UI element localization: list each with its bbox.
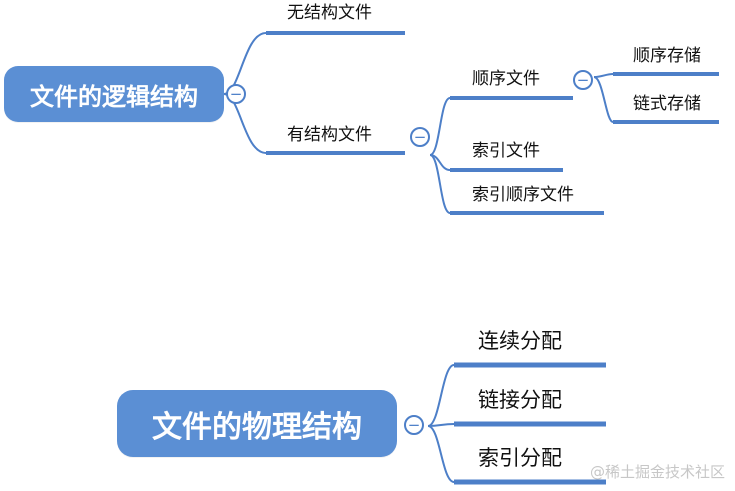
node-unstructured-file[interactable]: 无结构文件 (287, 3, 372, 23)
node-indexed-allocation[interactable]: 索引分配 (478, 446, 562, 470)
node-structured-file[interactable]: 有结构文件 (287, 125, 372, 145)
node-indexed-sequential-file[interactable]: 索引顺序文件 (472, 185, 574, 205)
minus-icon: − (414, 128, 427, 146)
connector-sequential-to-linked-storage (593, 76, 614, 123)
minus-icon: − (408, 416, 421, 434)
node-indexed-file[interactable]: 索引文件 (472, 141, 540, 161)
bottom-root-node[interactable]: 文件的物理结构 (117, 390, 397, 457)
minus-icon: − (577, 71, 590, 89)
collapse-toggle-structured-file[interactable]: − (410, 127, 430, 147)
collapse-toggle-top-root[interactable]: − (226, 84, 246, 104)
connector-bottom-to-indexed (427, 425, 455, 483)
node-linked-allocation[interactable]: 链接分配 (478, 388, 562, 412)
connector-sequential-to-seq-storage (593, 73, 614, 78)
node-contiguous-allocation[interactable]: 连续分配 (478, 329, 562, 353)
collapse-toggle-bottom-root[interactable]: − (404, 415, 424, 435)
node-sequential-storage[interactable]: 顺序存储 (633, 46, 701, 66)
top-root-label: 文件的逻辑结构 (30, 82, 198, 111)
top-root-node[interactable]: 文件的逻辑结构 (4, 66, 224, 122)
node-sequential-file[interactable]: 顺序文件 (472, 69, 540, 89)
node-linked-storage[interactable]: 链式存储 (633, 94, 701, 114)
connector-structured-to-sequential (429, 97, 451, 156)
minus-icon: − (230, 85, 243, 103)
collapse-toggle-sequential-file[interactable]: − (573, 70, 593, 90)
bottom-root-label: 文件的物理结构 (152, 409, 362, 445)
watermark-text: @稀土掘金技术社区 (589, 463, 725, 481)
connector-structured-to-indexed-sequential (429, 154, 451, 214)
connector-bottom-to-contiguous (427, 364, 455, 427)
